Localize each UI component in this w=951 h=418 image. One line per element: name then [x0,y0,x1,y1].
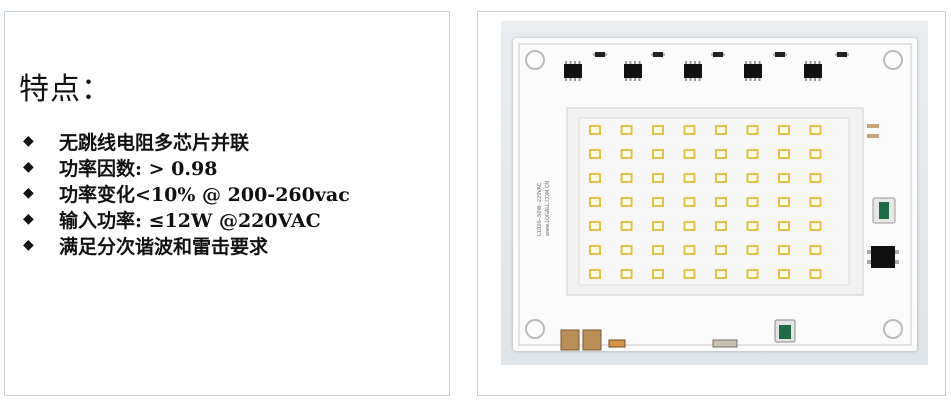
chip-icon [684,64,702,78]
features-list: ◆ 无跳线电阻多芯片并联 ◆ 功率因数: > 0.98 ◆ 功率变化<10% @ 20… [23,128,350,258]
feature-text: 输入功率: ≤12W @220VAC [59,209,321,232]
resistor-icon [867,124,879,128]
feature-item: ◆ 输入功率: ≤12W @220VAC [23,206,350,232]
board-website-text: www.LOGALL.COM.CN [545,181,551,236]
resistor-icon [837,52,847,57]
features-title: 特点： [19,72,112,107]
diamond-bullet-icon: ◆ [23,185,34,201]
resistor-row [593,52,849,57]
resistor-icon [775,52,785,57]
feature-item: ◆ 功率因数: > 0.98 [23,154,350,180]
product-image-panel: L1020--50W--220VAC www.LOGALL.COM.CN [477,11,946,396]
feature-text: 无跳线电阻多芯片并联 [59,131,250,154]
chip-icon [744,64,762,78]
resistor-icon [713,52,723,57]
feature-text: 满足分次谐波和雷击要求 [59,235,269,258]
resistor-icon [608,339,626,348]
mounting-hole-icon [883,319,903,339]
led-driver-board-image: L1020--50W--220VAC www.LOGALL.COM.CN [513,38,917,351]
chip-icon [624,64,642,78]
feature-text: 功率变化<10% @ 200-260vac [59,183,350,206]
chip-icon [564,64,582,78]
diamond-bullet-icon: ◆ [23,159,34,175]
bridge-rectifier-icon [871,246,895,268]
capacitor-icon [582,329,602,351]
led-grid [589,125,822,279]
resistor-icon [712,339,738,348]
features-panel: 特点： ◆ 无跳线电阻多芯片并联 ◆ 功率因数: > 0.98 ◆ 功率变化<10% … [4,11,450,396]
resistor-icon [653,52,663,57]
feature-text: 功率因数: > 0.98 [59,157,218,180]
chip-icon [804,64,822,78]
feature-item: ◆ 满足分次谐波和雷击要求 [23,232,350,258]
diamond-bullet-icon: ◆ [23,237,34,253]
diamond-bullet-icon: ◆ [23,211,34,227]
driver-ic-row [564,61,822,81]
capacitor-icon [560,329,580,351]
pcb-illustration: L1020--50W--220VAC www.LOGALL.COM.CN [518,43,912,351]
resistor-icon [595,52,605,57]
feature-item: ◆ 功率变化<10% @ 200-260vac [23,180,350,206]
mounting-hole-icon [883,50,903,70]
board-model-text: L1020--50W--220VAC [537,182,543,236]
feature-item: ◆ 无跳线电阻多芯片并联 [23,128,350,154]
mounting-hole-icon [525,319,545,339]
diamond-bullet-icon: ◆ [23,133,34,149]
resistor-icon [867,134,879,138]
mounting-hole-icon [525,50,545,70]
